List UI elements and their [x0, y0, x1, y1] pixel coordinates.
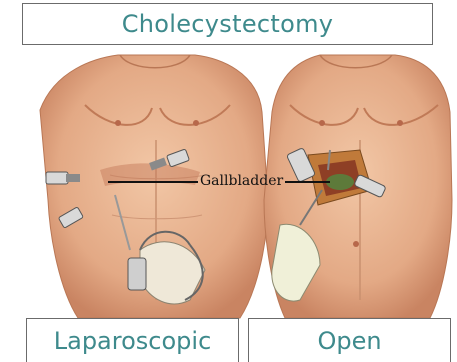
- open-label-box: Open: [248, 318, 451, 362]
- gallbladder-label: Gallbladder: [200, 173, 283, 189]
- open-label: Open: [317, 327, 381, 355]
- page-title: Cholecystectomy: [122, 10, 334, 38]
- title-box: Cholecystectomy: [22, 3, 433, 45]
- open-torso: [264, 55, 452, 318]
- laparoscopic-label: Laparoscopic: [54, 327, 212, 355]
- laparoscopic-label-box: Laparoscopic: [26, 318, 239, 362]
